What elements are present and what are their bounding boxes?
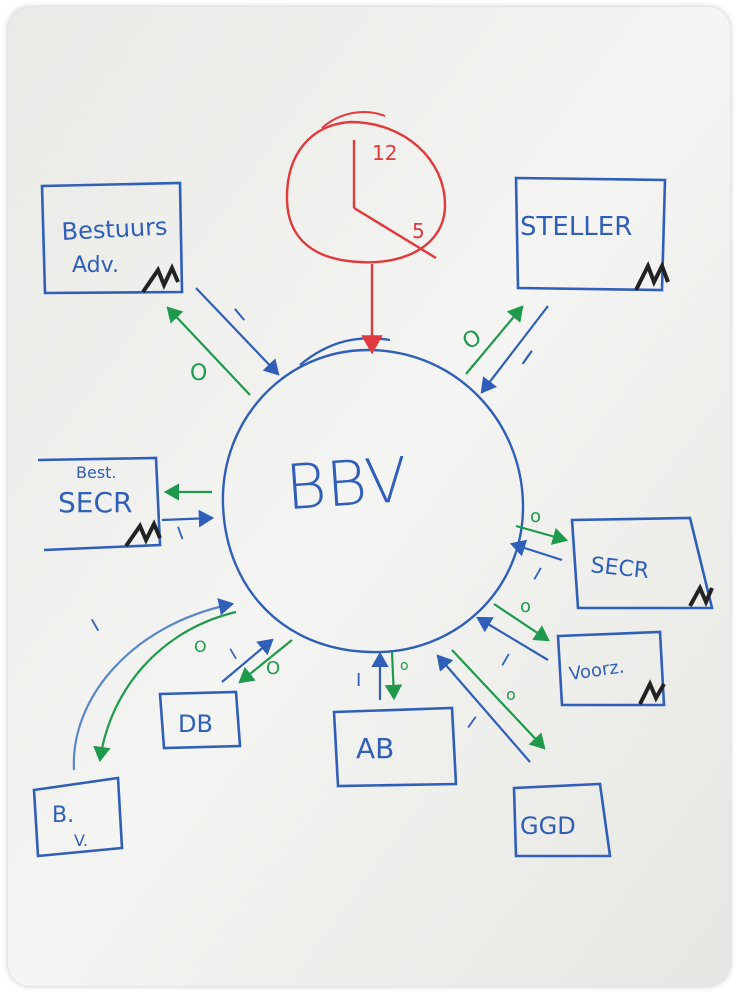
arrow-bv-out-curve xyxy=(93,610,237,763)
bestuurs-adv-scribble xyxy=(141,263,180,294)
arrow-steller-out xyxy=(465,305,524,375)
steller-label: STELLER xyxy=(520,212,632,242)
secr-box xyxy=(570,516,714,610)
arrow-db-out xyxy=(238,639,293,684)
whiteboard-surface xyxy=(8,7,730,986)
bbv-label: BBV xyxy=(283,443,409,524)
ggd-label: GGD xyxy=(520,812,576,840)
arrow-bv-in-curve xyxy=(72,598,235,771)
node-bv: B. V. xyxy=(32,776,124,858)
arrow-ab-out xyxy=(384,651,403,701)
arrow-ggd-in xyxy=(436,654,531,763)
voorz-box xyxy=(556,630,666,707)
arrow-voorz-out xyxy=(493,603,550,642)
bestuurs-adv-box xyxy=(40,181,184,295)
arrow-steller-in xyxy=(480,305,549,394)
bbv-circle xyxy=(221,348,525,654)
best-secr-scribble xyxy=(124,519,162,548)
secr-label: SECR xyxy=(589,553,650,584)
node-db: DB xyxy=(158,690,242,750)
clock-label-bottom: 5 xyxy=(412,219,425,243)
clock-node: 12 5 xyxy=(285,111,447,355)
best-secr-box xyxy=(37,456,162,552)
ggd-box xyxy=(512,782,612,858)
arrow-secr-in xyxy=(509,539,563,562)
bv-box xyxy=(32,776,124,858)
ab-label: AB xyxy=(356,732,394,765)
label-ggd-out: o xyxy=(506,685,516,704)
label-ab-out: o xyxy=(400,658,409,674)
bbv-node: BBV xyxy=(221,337,525,654)
steller-scribble xyxy=(634,261,670,291)
node-secr: SECR xyxy=(570,516,714,610)
secr-scribble xyxy=(688,583,714,608)
label-bestuurs-out: O xyxy=(190,361,207,386)
arrow-bestuurs-in xyxy=(195,287,280,376)
bestuurs-adv-line1: Bestuurs xyxy=(61,212,168,246)
whiteboard-drawing: BBV 12 5 Bestuurs Adv. I O STELLER O I B… xyxy=(8,7,730,986)
arrow-bestuurs-out xyxy=(166,306,251,396)
bv-line1: B. xyxy=(52,803,74,828)
bestuurs-adv-line2: Adv. xyxy=(72,253,119,278)
voorz-scribble xyxy=(638,679,666,705)
label-db-extra-out: O xyxy=(194,637,207,656)
arrow-voorz-in xyxy=(476,616,549,661)
clock-top-loop xyxy=(321,111,386,129)
label-db-out: O xyxy=(266,658,280,679)
whiteboard-photo: BBV 12 5 Bestuurs Adv. I O STELLER O I B… xyxy=(8,7,730,986)
arrow-db-in xyxy=(221,638,274,683)
node-best-secr: Best. SECR xyxy=(37,456,162,552)
arrow-ggd-out xyxy=(451,649,546,750)
node-bestuurs-adv: Bestuurs Adv. xyxy=(40,181,184,295)
label-ab-in: I xyxy=(356,670,361,691)
steller-box xyxy=(514,176,667,292)
clock-face xyxy=(285,120,447,264)
best-secr-line2: SECR xyxy=(58,486,132,519)
bv-line2: V. xyxy=(74,831,88,850)
node-ggd: GGD xyxy=(512,782,612,858)
db-box xyxy=(158,690,242,750)
ab-box xyxy=(332,706,458,788)
db-label: DB xyxy=(178,710,213,738)
arrow-best-secr-in xyxy=(161,509,215,528)
node-ab: AB xyxy=(332,706,458,788)
arrow-secr-out xyxy=(515,524,569,545)
node-steller: STELLER xyxy=(514,176,670,292)
label-voorz-out: o xyxy=(520,596,531,617)
best-secr-line1: Best. xyxy=(76,463,117,482)
clock-hand-minute xyxy=(353,206,437,260)
label-secr-out: o xyxy=(530,506,541,527)
clock-label-top: 12 xyxy=(372,141,397,165)
